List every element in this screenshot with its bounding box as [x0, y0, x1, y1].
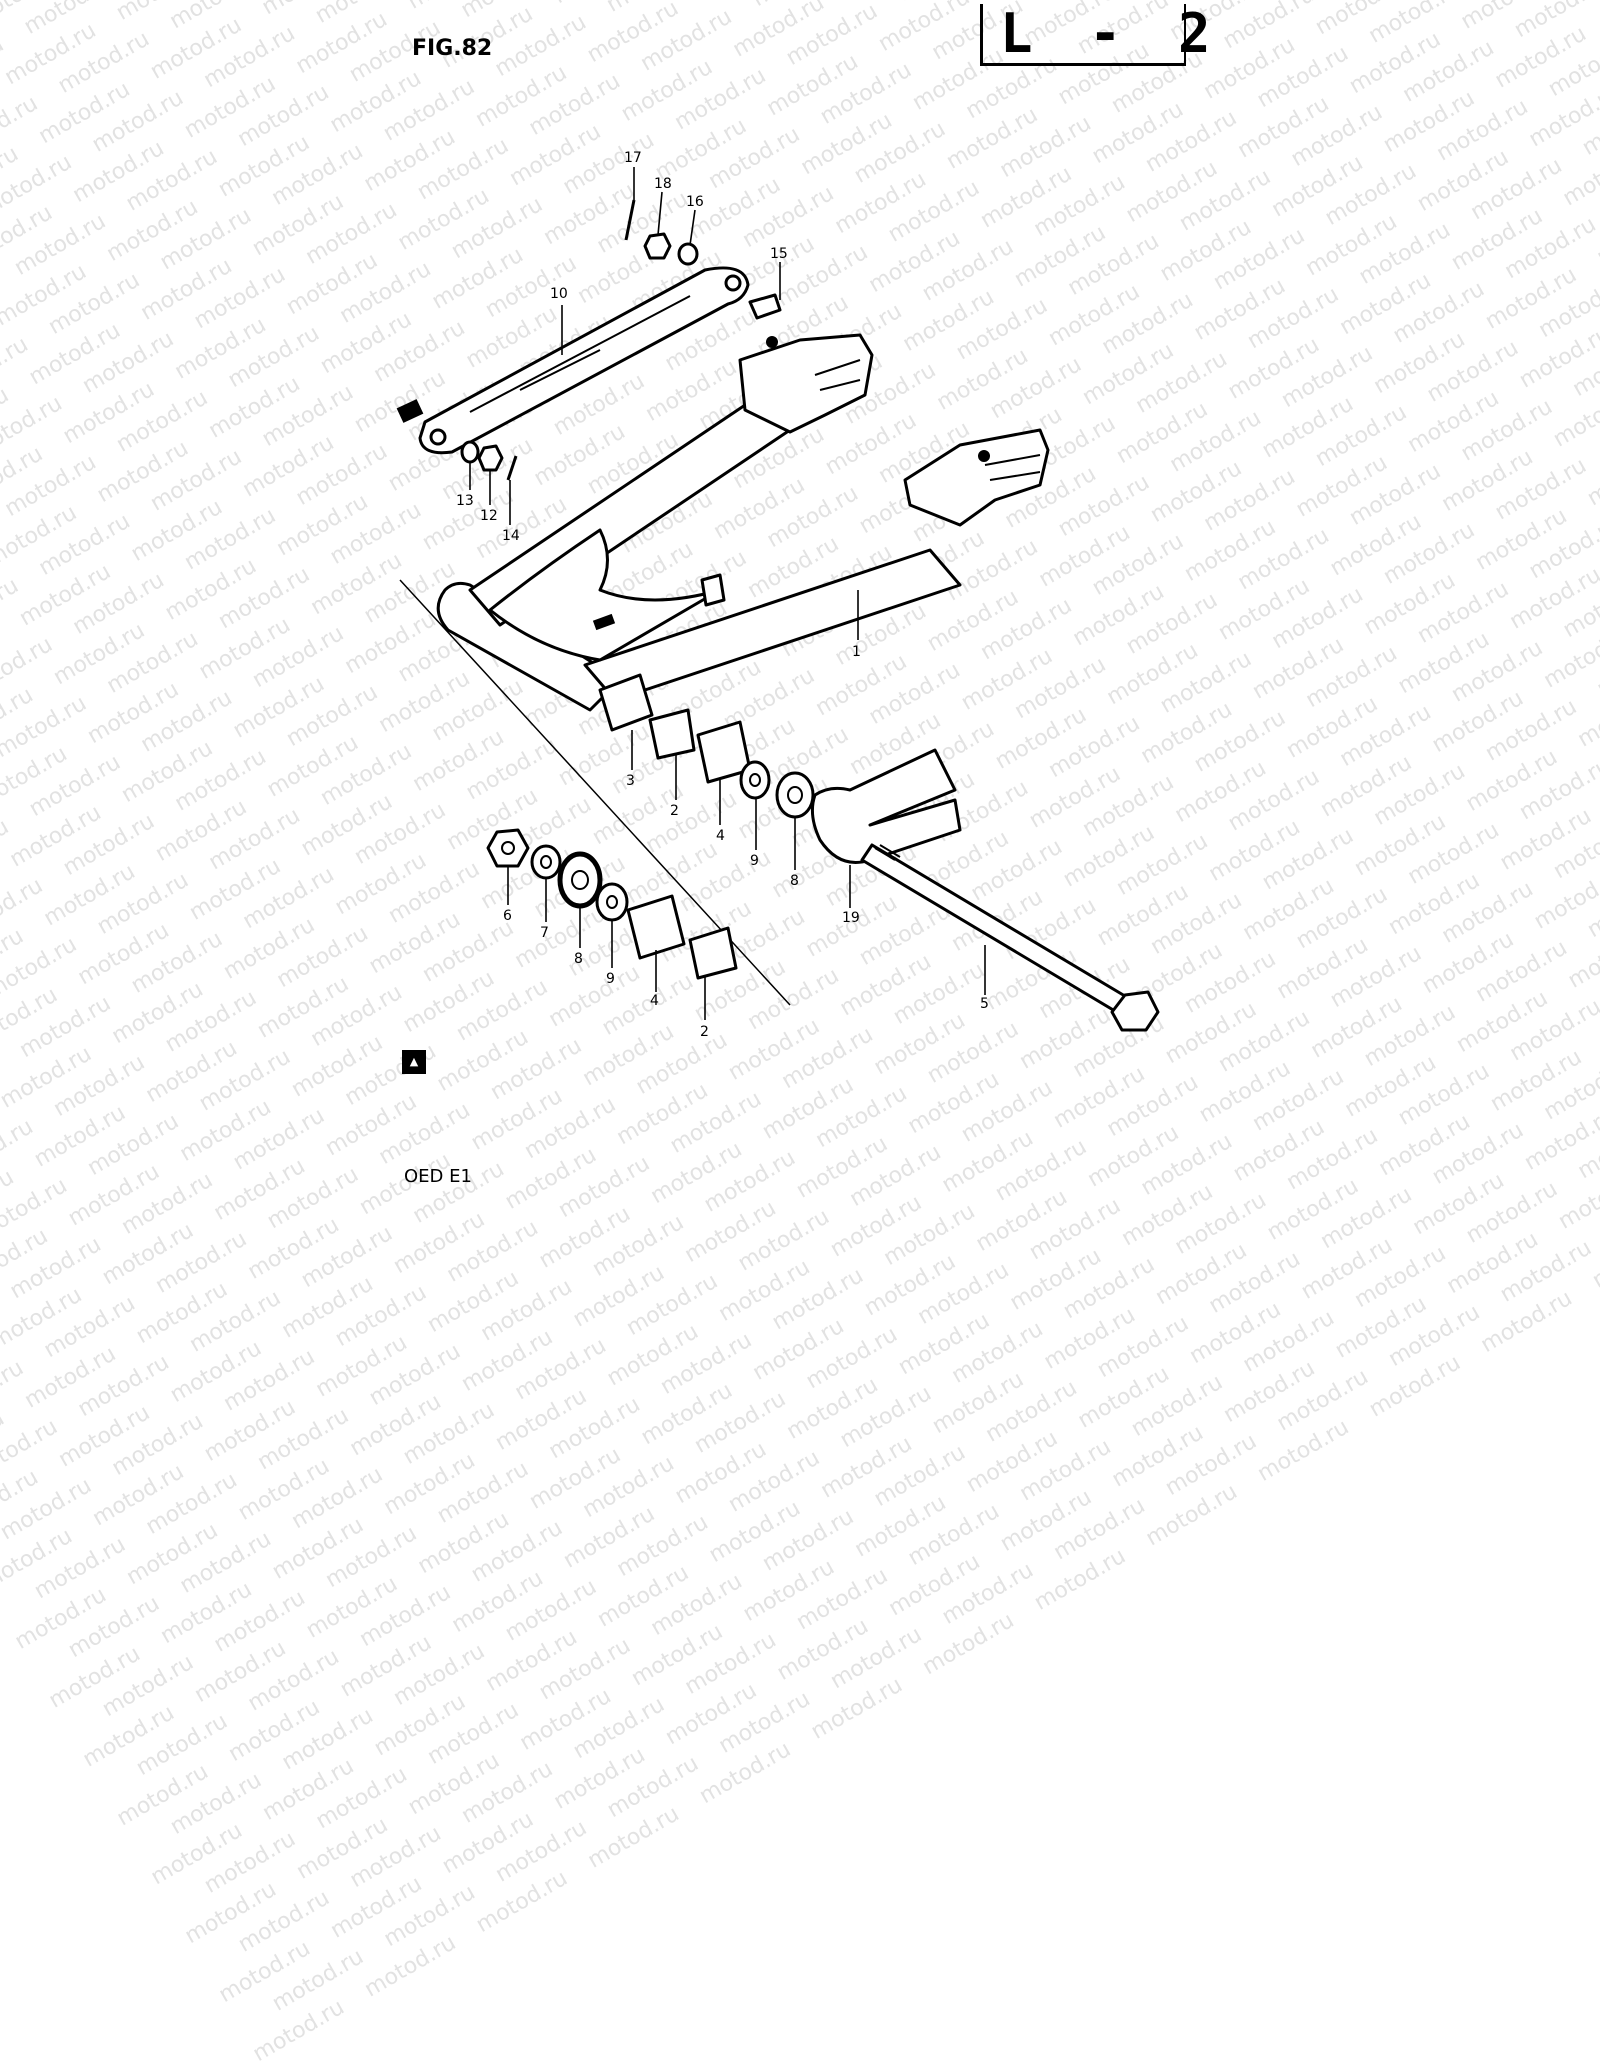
needle-bearing-lower-part — [688, 926, 738, 980]
cotter-pin-14-part — [506, 455, 518, 481]
nut-18-part — [643, 232, 672, 260]
callout-9: 9 — [750, 853, 759, 869]
bolt-15-part — [748, 293, 782, 320]
thrust-washer-lower-part — [595, 882, 629, 922]
spacer-lower-part — [626, 894, 686, 960]
callout-19: 19 — [842, 910, 860, 926]
callout-2: 2 — [700, 1024, 709, 1040]
page-code-frame — [980, 4, 1186, 66]
torque-link-part — [396, 266, 750, 455]
page-code: L - 2 — [1000, 2, 1223, 65]
callout-18: 18 — [654, 176, 672, 192]
callout-4: 4 — [650, 993, 659, 1009]
thrust-washer-upper-part — [739, 760, 771, 800]
callout-5: 5 — [980, 996, 989, 1012]
callout-9: 9 — [606, 971, 615, 987]
section-marker-icon: ▲ — [402, 1050, 426, 1074]
callout-15: 15 — [770, 246, 788, 262]
exploded-parts-diagram: 1 2 2 3 4 4 5 6 7 8 8 9 9 10 12 13 14 15… — [396, 150, 1160, 1040]
pivot-bolt-part — [860, 843, 1160, 1032]
dust-seal-upper-part — [775, 771, 815, 819]
callout-7: 7 — [540, 925, 549, 941]
callout-3: 3 — [626, 773, 635, 789]
leader-lines — [469, 167, 986, 1020]
callout-6: 6 — [503, 908, 512, 924]
chain-buffer-part — [810, 748, 962, 864]
callout-12: 12 — [480, 508, 498, 524]
callout-labels: 1 2 2 3 4 4 5 6 7 8 8 9 9 10 12 13 14 15… — [456, 150, 989, 1040]
callout-14: 14 — [502, 528, 520, 544]
callout-16: 16 — [686, 194, 704, 210]
callout-8: 8 — [574, 951, 583, 967]
callout-2: 2 — [670, 803, 679, 819]
washer-16-part — [677, 242, 699, 266]
callout-1: 1 — [852, 644, 861, 660]
pivot-nut-part — [486, 828, 530, 868]
callout-10: 10 — [550, 286, 568, 302]
dust-seal-lower-part — [557, 851, 603, 909]
cotter-pin-17-part — [624, 199, 636, 241]
washer-13-part — [460, 440, 480, 464]
callout-17: 17 — [624, 150, 642, 166]
nut-12-part — [477, 444, 504, 472]
callout-4: 4 — [716, 828, 725, 844]
washer-lower-part — [530, 844, 562, 880]
footer-code: OED E1 — [404, 1166, 472, 1187]
pivot-bushing-part — [598, 673, 654, 732]
figure-label: FIG.82 — [412, 36, 493, 61]
callout-8: 8 — [790, 873, 799, 889]
needle-bearing-upper-part — [648, 708, 696, 760]
callout-13: 13 — [456, 493, 474, 509]
